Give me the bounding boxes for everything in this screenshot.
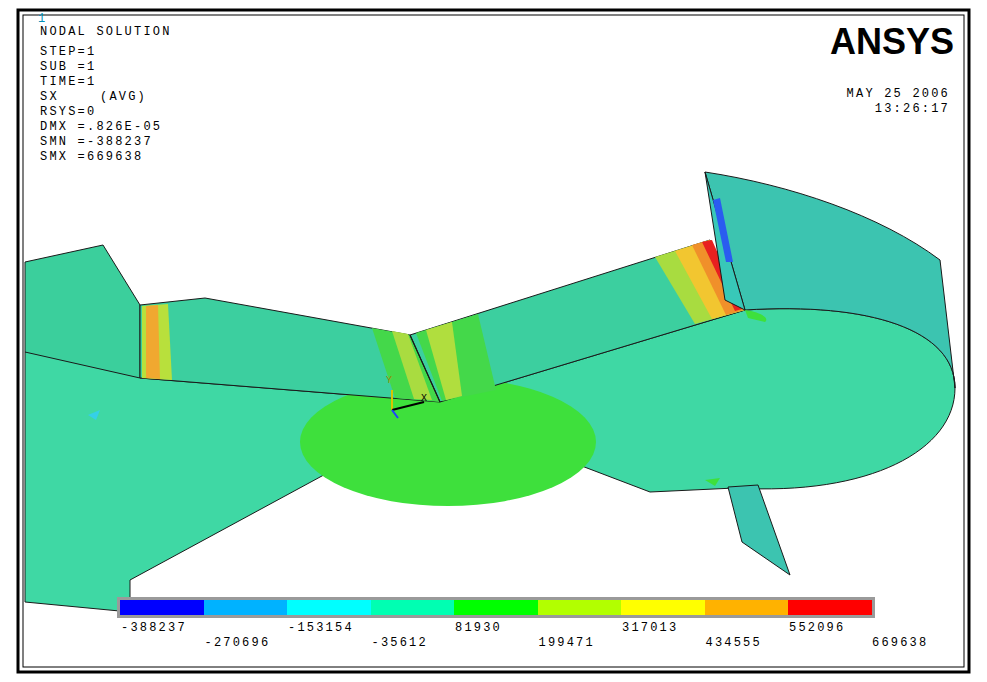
x-axis — [392, 402, 424, 410]
colorbar-value: 669638 — [872, 637, 928, 649]
channel-wall — [140, 298, 440, 402]
end-cap-face — [705, 172, 745, 310]
stress-spot — [745, 310, 766, 322]
averaging-info: (AVG) — [100, 91, 147, 103]
axis-label: X — [421, 394, 427, 404]
stress-band — [146, 305, 160, 379]
y-axis — [391, 390, 393, 410]
window-number: 1 — [38, 13, 47, 25]
colorbar-value: -388237 — [121, 622, 187, 634]
max-stress: SMX =669638 — [40, 151, 143, 163]
colorbar-value: 552096 — [789, 622, 845, 634]
channel-wall — [410, 240, 745, 402]
colorbar-segment — [788, 600, 872, 615]
colorbar-value: -270696 — [205, 637, 271, 649]
stress-spot — [88, 410, 100, 420]
coordinate-system: RSYS=0 — [40, 106, 96, 118]
colorbar-value: 317013 — [622, 622, 678, 634]
colorbar-frame — [117, 597, 875, 618]
stress-band — [713, 198, 733, 262]
stress-band — [142, 304, 172, 380]
colorbar-segment — [705, 600, 789, 615]
plot-frame — [18, 10, 969, 672]
colorbar-segment — [204, 600, 288, 615]
stress-band — [416, 314, 496, 401]
z-axis — [392, 410, 398, 418]
time-info: TIME=1 — [40, 76, 96, 88]
software-logo: ANSYS — [830, 24, 954, 60]
stress-spot — [705, 478, 720, 486]
colorbar-segment — [287, 600, 371, 615]
stress-band — [426, 322, 462, 400]
end-cap-wall — [705, 172, 955, 388]
step-info: STEP=1 — [40, 46, 96, 58]
colorbar-value: 434555 — [706, 637, 762, 649]
colorbar-value: -35612 — [372, 637, 428, 649]
colorbar-segment — [120, 600, 204, 615]
min-stress: SMN =-388237 — [40, 136, 153, 148]
colorbar-segment — [621, 600, 705, 615]
lower-cap-face — [728, 485, 790, 575]
colorbar-segment — [454, 600, 538, 615]
date-stamp: MAY 25 2006 — [847, 88, 950, 100]
plot-frame-inner — [23, 15, 964, 667]
colorbar-segment — [371, 600, 455, 615]
time-stamp: 13:26:17 — [875, 103, 950, 115]
left-wall — [25, 245, 140, 378]
plot-title: NODAL SOLUTION — [40, 26, 172, 38]
axis-label: Y — [386, 376, 392, 386]
substep-info: SUB =1 — [40, 61, 96, 73]
max-displacement: DMX =.826E-05 — [40, 121, 162, 133]
result-item: SX — [40, 91, 59, 103]
colorbar-value: -153154 — [288, 622, 354, 634]
colorbar-segment — [538, 600, 622, 615]
colorbar-value: 199471 — [539, 637, 595, 649]
colorbar-value: 81930 — [455, 622, 502, 634]
